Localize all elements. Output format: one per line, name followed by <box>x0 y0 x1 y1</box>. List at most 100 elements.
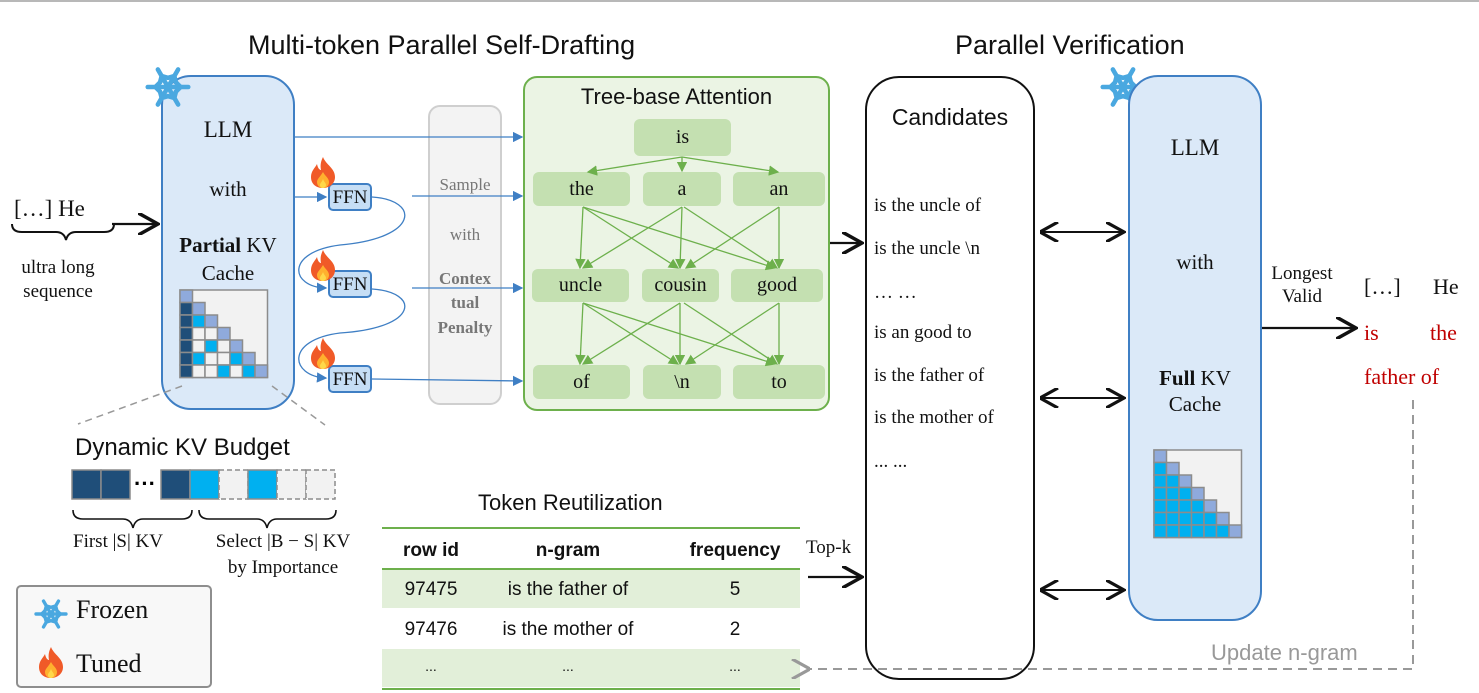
draft-llm-cache-label: Cache <box>201 261 255 285</box>
longest-label: Longest <box>1271 263 1333 284</box>
flame-icon <box>36 645 66 686</box>
cell-frequency: ... <box>729 658 741 674</box>
output-prefix-1: […] <box>1364 274 1401 299</box>
input-text: […] He <box>14 196 85 221</box>
candidate-item: is the father of <box>874 365 985 386</box>
tree-node-root: is <box>634 119 731 156</box>
sampler-line-4: tual <box>450 293 480 312</box>
table-row: 97475 is the father of 5 <box>382 570 800 608</box>
table-row: 97476 is the mother of 2 <box>382 610 800 648</box>
snowflake-icon <box>145 64 191 110</box>
header-row-id: row id <box>403 540 459 561</box>
table-header-rule <box>382 568 800 570</box>
accepted-token: the <box>1430 320 1457 345</box>
kv-label: KV <box>241 233 277 257</box>
table-bottom-rule <box>382 688 800 690</box>
table-row: ... ... ... <box>382 649 800 687</box>
verify-llm-kv-label: Full KV <box>1130 366 1260 391</box>
output-prefix-2: He <box>1433 274 1459 299</box>
candidate-item: ... ... <box>874 451 908 472</box>
candidates-box: Candidates <box>865 76 1035 680</box>
snowflake-icon <box>34 597 68 636</box>
verify-llm-box: LLM with Full KV Cache <box>1128 75 1262 621</box>
verify-llm-with: with <box>1176 250 1214 274</box>
ffn-head-3: FFN <box>328 365 372 393</box>
contextual-penalty-sampler: Sample with Contex tual Penalty <box>428 105 502 405</box>
kv-selected-cell <box>189 469 220 500</box>
candidate-item: is the uncle of <box>874 195 982 216</box>
top-rule <box>0 0 1479 2</box>
first-s-brace <box>72 509 193 529</box>
brace-label-line-2: sequence <box>23 281 93 302</box>
accepted-token: is <box>1364 320 1379 345</box>
ffn-head-1: FFN <box>328 183 372 211</box>
tree-node-l3: of <box>533 365 630 399</box>
kv-budget-title: Dynamic KV Budget <box>75 434 290 461</box>
kv-cell <box>254 364 269 379</box>
select-label-line-1: Select |B − S| KV <box>215 531 351 552</box>
kv-empty-cell <box>305 469 336 500</box>
cell-frequency: 2 <box>729 619 741 640</box>
sampler-line-3: Contex <box>439 269 491 288</box>
sampler-line-2: with <box>449 225 481 244</box>
verify-llm-cache-label: Cache <box>1168 392 1222 416</box>
accepted-token: father of <box>1364 364 1440 389</box>
kv-cell <box>1228 524 1243 539</box>
first-s-kv-label: First |S| KV <box>73 531 163 552</box>
candidate-item: is an good to <box>874 322 972 343</box>
header-frequency: frequency <box>689 540 781 561</box>
tree-edges <box>575 156 785 367</box>
draft-llm-with: with <box>209 177 247 201</box>
input-brace-label: ultra long sequence <box>0 256 116 304</box>
table-top-rule <box>382 527 800 529</box>
tree-node-l3: to <box>733 365 825 399</box>
brace-label-line-1: ultra long <box>21 257 95 278</box>
ffn-head-2: FFN <box>328 270 372 298</box>
budget-ellipsis: ··· <box>134 471 156 496</box>
longest-valid-label: Longest Valid <box>1262 262 1342 308</box>
legend: Frozen Tuned <box>16 585 212 688</box>
tree-attention-title: Tree-base Attention <box>580 84 773 109</box>
tree-node-l2: uncle <box>532 269 629 302</box>
partial-label: Partial <box>179 233 242 257</box>
candidate-item: is the uncle \n <box>874 238 981 259</box>
legend-frozen-label: Frozen <box>76 595 149 624</box>
tree-node-l1: the <box>533 172 630 206</box>
select-label-line-2: by Importance <box>227 557 339 578</box>
input-brace <box>11 223 115 241</box>
table-header-row: row id n-gram frequency <box>382 531 800 569</box>
sampler-line-1: Sample <box>439 175 491 194</box>
drafting-section-title: Multi-token Parallel Self-Drafting <box>248 30 636 60</box>
full-kv-matrix <box>1153 449 1243 539</box>
candidate-item: … … <box>874 282 917 303</box>
draft-llm-title: LLM <box>203 117 253 142</box>
legend-tuned-label: Tuned <box>76 649 142 678</box>
valid-label: Valid <box>1281 286 1323 307</box>
tree-node-l3: \n <box>643 365 721 399</box>
verification-section-title: Parallel Verification <box>955 30 1185 60</box>
tree-node-l2: good <box>731 269 823 302</box>
cell-ngram: is the father of <box>507 579 629 600</box>
kv-label: KV <box>1195 366 1231 390</box>
topk-label: Top-k <box>806 537 852 558</box>
tree-node-l1: an <box>733 172 825 206</box>
draft-llm-kv-label: Partial KV <box>163 233 293 258</box>
candidates-title: Candidates <box>891 104 1009 130</box>
partial-kv-matrix <box>179 289 269 379</box>
full-label: Full <box>1159 366 1196 390</box>
kv-budget-strip: ··· <box>71 469 336 500</box>
cell-row-id: 97476 <box>404 619 458 640</box>
flame-icon <box>308 155 338 194</box>
select-kv-label: Select |B − S| KV by Importance <box>195 529 371 581</box>
candidate-item: is the mother of <box>874 407 994 428</box>
header-ngram: n-gram <box>535 540 601 561</box>
verify-llm-title: LLM <box>1170 135 1220 160</box>
update-ngram-label: Update n-gram <box>1211 640 1358 665</box>
sampler-line-5: Penalty <box>437 318 493 337</box>
cell-ngram: ... <box>562 658 574 674</box>
tree-node-l2: cousin <box>642 269 719 302</box>
cell-frequency: 5 <box>729 579 741 600</box>
tree-node-l1: a <box>643 172 721 206</box>
flame-icon <box>308 336 338 375</box>
